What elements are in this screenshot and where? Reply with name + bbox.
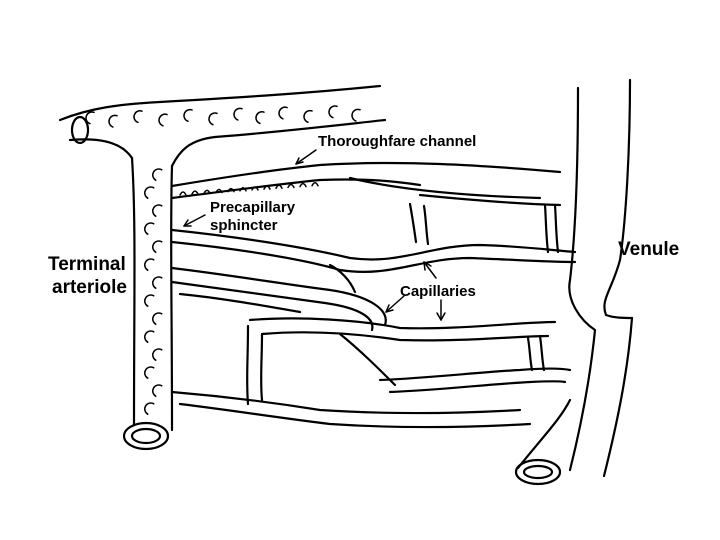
vessel-texture-mark bbox=[152, 384, 163, 397]
vessel-texture-mark bbox=[152, 168, 163, 181]
vessel-texture-mark bbox=[144, 366, 155, 379]
capillaries-label: Capillaries bbox=[400, 283, 476, 300]
sphincter-texture-mark bbox=[275, 184, 283, 190]
vessel-texture-mark bbox=[85, 111, 95, 125]
sphincter-texture-mark bbox=[239, 187, 247, 192]
vessel-texture-mark bbox=[255, 111, 265, 125]
vessel-texture-mark bbox=[351, 108, 361, 122]
vessel-texture-mark bbox=[144, 186, 155, 199]
sphincter-texture-mark bbox=[191, 190, 199, 195]
vessel-texture-mark bbox=[152, 348, 163, 361]
vessel-texture-mark bbox=[133, 110, 143, 124]
sphincter-texture-mark bbox=[203, 189, 211, 195]
vessel-texture-mark bbox=[152, 276, 163, 289]
sphincter-texture-mark bbox=[227, 187, 235, 193]
venule bbox=[514, 78, 634, 486]
vessel-texture-mark bbox=[144, 222, 155, 235]
terminal-arteriole-label-line1: Terminal bbox=[48, 254, 126, 275]
sphincter-texture-mark bbox=[311, 182, 319, 187]
vessel-texture-mark bbox=[152, 204, 163, 217]
sphincter-texture-mark bbox=[299, 182, 307, 188]
vessel-texture-mark bbox=[152, 312, 163, 325]
vessel-texture-mark bbox=[278, 106, 288, 120]
sphincter-texture-mark bbox=[215, 188, 223, 194]
vessel-texture-mark bbox=[152, 240, 163, 253]
thoroughfare-channel bbox=[170, 161, 562, 200]
vessel-texture-mark bbox=[328, 105, 338, 119]
vessel-texture-mark bbox=[303, 109, 313, 123]
vessel-texture-mark bbox=[144, 294, 155, 307]
vessel-texture-mark bbox=[108, 114, 118, 128]
terminal-arteriole bbox=[58, 84, 387, 451]
vessel-texture-mark bbox=[233, 107, 243, 121]
vessel-texture-mark bbox=[144, 258, 155, 271]
sphincter-texture-mark bbox=[263, 185, 271, 190]
sphincter-texture-mark bbox=[179, 191, 187, 196]
pointer-arrows bbox=[183, 149, 446, 321]
vessel-texture-mark bbox=[158, 113, 168, 127]
sphincter-texture-mark bbox=[251, 186, 259, 191]
sphincter-texture-mark bbox=[287, 183, 295, 189]
vessel-texture-mark bbox=[183, 108, 193, 122]
vessel-texture-mark bbox=[144, 402, 155, 415]
capillary-network bbox=[170, 176, 577, 429]
venule-label: Venule bbox=[618, 239, 679, 260]
vessel-texture-mark bbox=[144, 330, 155, 343]
terminal-arteriole-label-line2: arteriole bbox=[52, 277, 127, 298]
vessel-texture-mark bbox=[208, 112, 218, 126]
precapillary-sphincter-label-line2: sphincter bbox=[210, 217, 278, 234]
thoroughfare-channel-label: Thoroughfare channel bbox=[318, 133, 476, 150]
precapillary-sphincter-label-line1: Precapillary bbox=[210, 199, 296, 216]
